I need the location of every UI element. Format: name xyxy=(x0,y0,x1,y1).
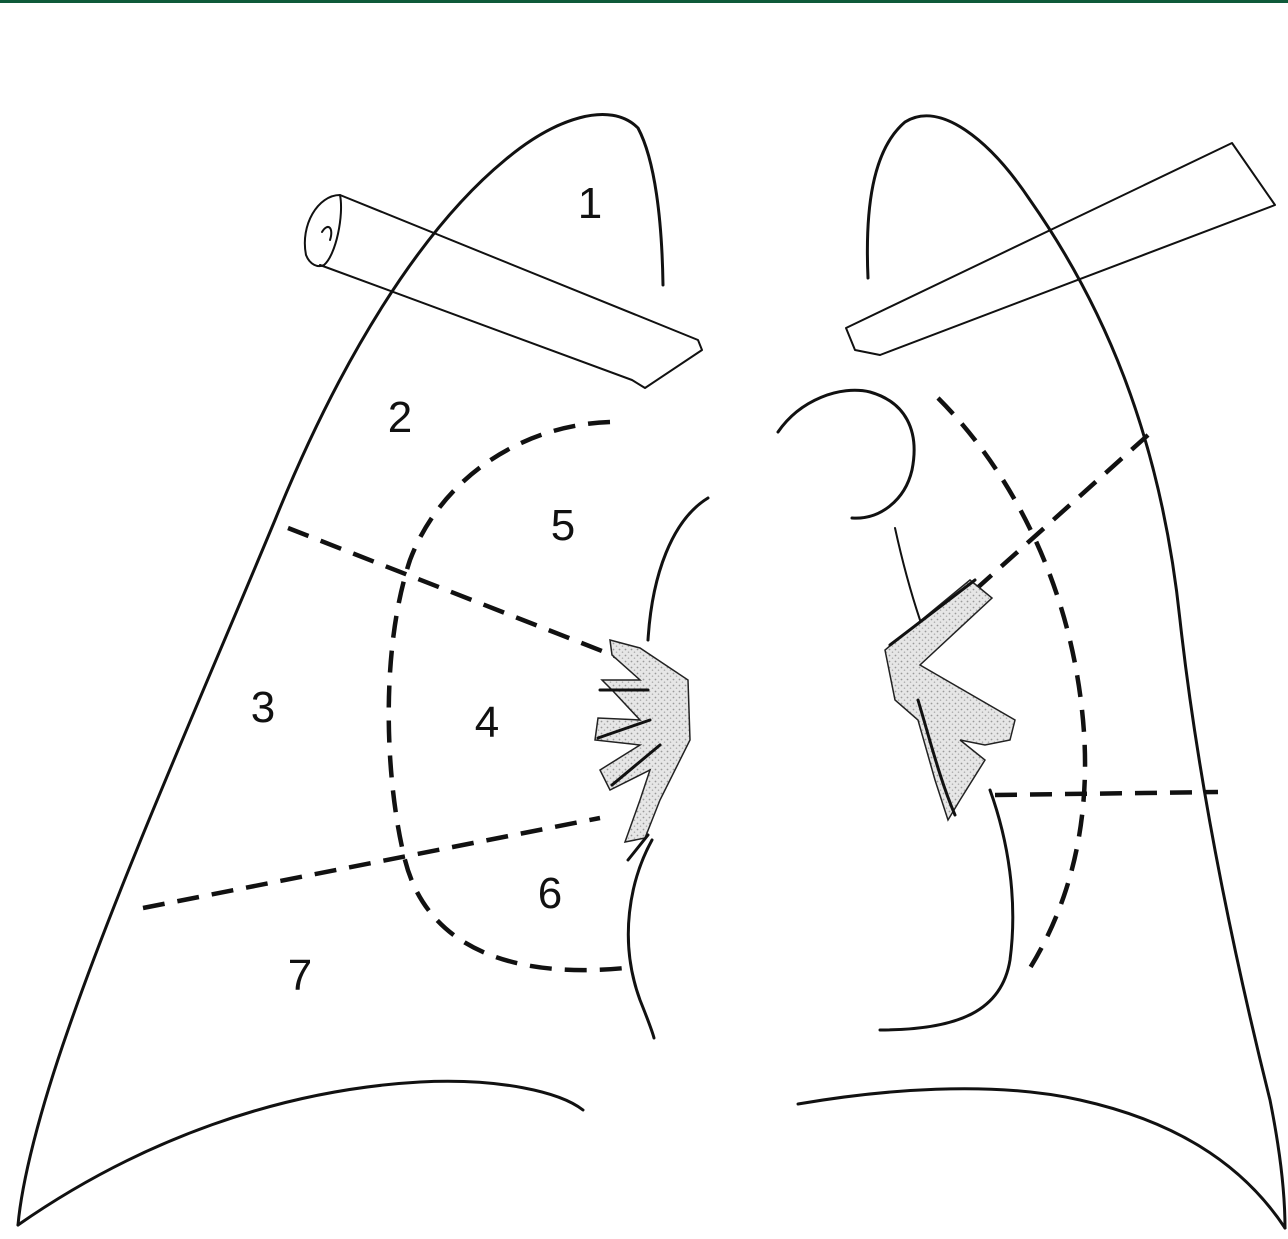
zone-5-label: 5 xyxy=(551,501,575,550)
zone-1-label: 1 xyxy=(578,179,602,228)
left-heart-border xyxy=(880,790,1013,1030)
zone-2-label: 2 xyxy=(388,393,412,442)
zone-3-label: 3 xyxy=(251,683,275,732)
left-lower-dashed-line xyxy=(995,792,1218,795)
left-upper-dashed-line xyxy=(975,435,1148,590)
right-clavicle-end-detail xyxy=(322,227,331,240)
right-heart-border xyxy=(628,840,654,1038)
zone-4-label: 4 xyxy=(475,698,499,747)
left-hilum xyxy=(885,580,1015,820)
right-hilar-arc xyxy=(389,422,625,970)
aortic-knob xyxy=(778,390,914,518)
right-diaphragm xyxy=(18,1081,583,1225)
right-hilar-vessels xyxy=(595,640,690,842)
right-clavicle xyxy=(320,195,702,388)
right-lower-dashed-line xyxy=(143,818,600,908)
zone-7-label: 7 xyxy=(288,951,312,1000)
right-mediastinal-border xyxy=(648,498,708,640)
zone-6-label: 6 xyxy=(538,869,562,918)
left-diaphragm xyxy=(798,1089,1285,1228)
right-lung-outline xyxy=(18,115,663,1225)
right-hilum xyxy=(595,640,690,860)
left-mediastinal-border xyxy=(895,528,920,620)
left-hilar-vessels xyxy=(885,580,1015,820)
